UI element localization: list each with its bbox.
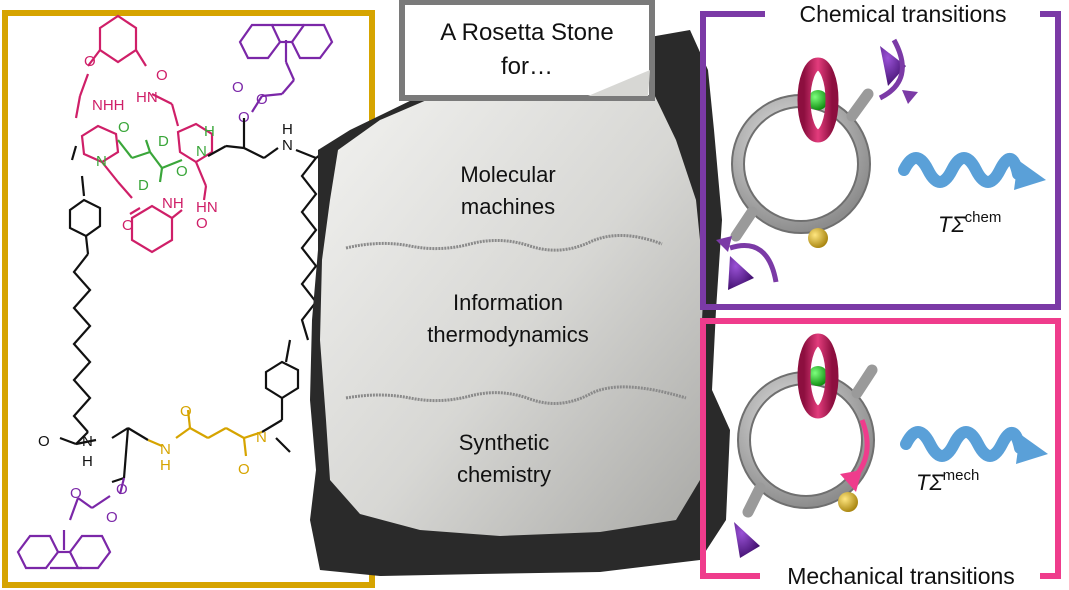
shuttling-ring-mech [797,333,839,419]
stone-crack-top [345,233,663,252]
atom-o-linker-1: O [180,403,192,420]
atom-nhh: NHH [92,97,125,114]
atom-o-left: O [38,433,50,450]
green-binding-site-mech [808,366,828,386]
rosetta-stone: Molecular machines Information thermodyn… [310,30,730,576]
ring-stub-bottom-mech [742,482,766,518]
mechanical-panel-title: Mechanical transitions [787,563,1015,589]
fuel-arrow-bottom [729,243,779,283]
atom-o-fmoc-bot-3: O [106,509,118,526]
title-line2: for… [501,53,553,80]
chemical-transitions-panel: Chemical transitions TΣ̇chem [700,1,1061,310]
entropy-chem-sup: chem [965,209,1002,226]
fuel-molecule-bottom [728,256,754,290]
title-box-pointer [588,70,650,96]
chemical-panel-border [700,11,1061,310]
fuel-molecule-mech [734,522,760,558]
stone-section-2-line1: Information [453,290,563,315]
atom-o-macro-4: O [196,215,208,232]
atom-o-fmoc-top-2: O [256,91,268,108]
atom-hn-macro: HN [136,89,158,106]
molecule-panel: O O O O O NHH HN NH HN O O [2,10,375,588]
fuel-arrow-top [878,38,905,101]
heat-wave-chemical [898,152,1024,188]
stone-section-1-line1: Molecular [460,162,555,187]
entropy-chem-symbol: TΣ̇chem [938,209,1001,237]
title-line1: A Rosetta Stone [440,19,613,46]
atom-h-top-right: H [282,121,293,138]
mechanical-panel-border [700,318,1061,579]
atom-o-macro-3: O [122,217,134,234]
stone-face [320,56,704,536]
axle-backbone [59,118,325,484]
fuel-molecule-top [880,46,906,86]
green-binding-site [808,90,828,110]
atom-d-1: D [158,133,169,150]
atom-o-macro-2: O [156,67,168,84]
atom-hn-macro-2: HN [196,199,218,216]
fmoc-group-bottom [16,477,126,570]
entropy-mech-sup: mech [943,467,980,484]
yellow-binding-site [808,228,828,248]
fumaramide-station [117,139,183,183]
fmoc-group-top [238,23,334,113]
stone-section-2-line2: thermodynamics [427,322,588,347]
entropy-mech-symbol: TΣ̇mech [916,467,979,495]
heat-wave-mechanical-head [1016,434,1048,464]
stone-section-1-line2: machines [461,194,555,219]
atom-o-green-2: O [176,163,188,180]
atom-n-linker: N [256,429,267,446]
atom-o-fmoc-bot-1: O [116,481,128,498]
macrocycle [74,14,214,254]
fuel-arrow-bottom-head [716,236,732,252]
title-box-frame [399,0,655,101]
atom-nh-macro: NH [162,195,184,212]
atom-o-fmoc-top-3: O [238,109,250,126]
atom-n-left: N [82,433,93,450]
atom-o-green: O [118,119,130,136]
mechanical-transitions-panel: Mechanical transitions TΣ̇mech [700,318,1061,589]
atom-h-green: H [204,123,215,140]
atom-o-linker-2: O [238,461,250,478]
ring-stub-bottom [730,206,758,242]
ring-stub-top-mech [851,364,878,399]
atom-n-top-right: N [282,137,293,154]
atom-o-fmoc-bot-2: O [70,485,82,502]
atom-d-2: D [138,177,149,194]
atom-n-green-2: N [196,143,207,160]
shuttle-arrow-head [840,470,862,492]
fumaramide-linker [147,409,263,457]
chemical-panel-title: Chemical transitions [799,1,1006,27]
ring-stub-top [846,88,874,122]
entropy-mech-main: TΣ̇ [916,470,945,495]
yellow-binding-site-mech [838,492,858,512]
atom-nh-linker: N [160,441,171,458]
atom-h-left: H [82,453,93,470]
title-box: A Rosetta Stone for… [399,0,655,101]
atom-h-linker: H [160,457,171,474]
entropy-chem-main: TΣ̇ [938,212,967,237]
shuttling-ring [797,57,839,143]
heat-wave-mechanical [900,426,1026,462]
stone-section-3-line2: chemistry [457,462,551,487]
atom-o-fmoc-top-1: O [232,79,244,96]
fuel-arrow-top-head [902,90,918,104]
atom-o-macro-1: O [84,53,96,70]
heat-wave-chemical-head [1014,160,1046,190]
atom-n-green: N [96,153,107,170]
stone-crack-bottom [345,385,687,405]
stone-section-3-line1: Synthetic [459,430,550,455]
